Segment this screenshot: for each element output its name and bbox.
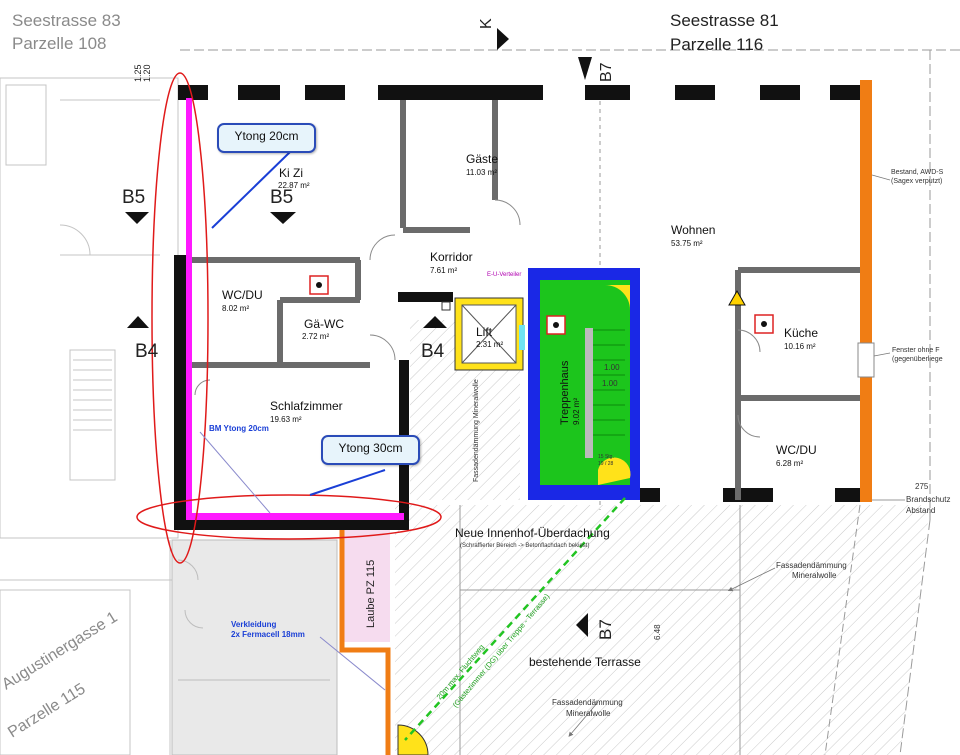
section-b4-right: B4 [421, 341, 445, 362]
room-gaeste-area: 11.03 m² [466, 168, 497, 177]
note-sagex: (Sagex verputzt) [891, 178, 942, 185]
room-gaewc-area: 2.72 m² [302, 332, 329, 341]
treppenhaus [528, 268, 640, 500]
room-wohnen-area: 53.75 m² [671, 239, 703, 248]
right-street-label: Seestrasse 81 [670, 11, 779, 30]
lift-shaft [454, 297, 525, 371]
lower-left-details [177, 559, 330, 681]
note-fassade2-a: Fassadendämmung [552, 698, 623, 707]
stair-num-2: 1.00 [604, 363, 620, 372]
highlight-ellipse-horizontal [136, 494, 442, 540]
k-marker: K [478, 18, 495, 29]
dim-2: 1.20 [142, 64, 152, 82]
fluchtweg-line [404, 497, 626, 741]
callout-ytong20: Ytong 20cm [217, 123, 316, 153]
stair-stufen-2: 19 / 28 [598, 461, 614, 467]
section-triangles [125, 28, 592, 637]
note-laube: Laube PZ 115 [365, 560, 377, 628]
room-kizi-area: 22.87 m² [278, 181, 310, 190]
stair-num-1: 1.00 [602, 379, 618, 388]
left-street-label: Seestrasse 83 [12, 11, 121, 30]
callout-pointer-ytong20 [211, 151, 291, 229]
note-verkleidung-2: 2x Fermacell 18mm [231, 630, 305, 639]
left-parcel-label: Parzelle 108 [12, 34, 107, 53]
note-innenhof-sub: (Schraffierter Bereich -> Betonflachdach… [460, 543, 589, 549]
note-bm-ytong: BM Ytong 20cm [209, 424, 269, 433]
right-parcel-label: Parzelle 116 [670, 35, 763, 54]
orange-wall-right [860, 80, 872, 502]
callout-ytong30-text: Ytong 30cm [338, 441, 403, 455]
callout-ytong20-text: Ytong 20cm [234, 129, 299, 143]
note-terrasse: bestehende Terrasse [529, 655, 641, 669]
note-gegenueber: (gegenüberliege [892, 356, 943, 363]
pointer-verkleidung [319, 636, 386, 691]
section-b7-top: B7 [598, 62, 615, 82]
note-augustinergasse: Augustinergasse 1 [0, 609, 121, 694]
section-b4-left: B4 [135, 341, 159, 362]
hatch-area-innenhof [395, 505, 930, 755]
room-lift-area: 2.31 m² [476, 340, 503, 349]
room-schlafzimmer-name: Schlafzimmer [270, 399, 343, 413]
note-innenhof: Neue Innenhof-Überdachung [455, 526, 610, 540]
room-wcdu1-area: 8.02 m² [222, 304, 249, 313]
room-kizi-name: Ki Zi [279, 166, 303, 180]
lower-left-area [171, 539, 338, 755]
interior-walls [192, 100, 860, 500]
room-wohnen-name: Wohnen [671, 223, 715, 237]
note-parzelle-115: Parzelle 115 [5, 680, 89, 741]
stair-stufen-1: 15 Stg. [598, 454, 614, 460]
section-b5-right: B5 [270, 187, 293, 208]
highlight-ellipse-vertical [151, 72, 209, 564]
note-eu-verteiler: E-U-Verteiler [487, 272, 521, 278]
dim-1: 1.25 [133, 64, 143, 82]
note-brand-num: 275 [915, 482, 929, 491]
room-gaeste-name: Gäste [466, 152, 498, 166]
callout-pointer-ytong30 [309, 469, 386, 496]
room-korridor-name: Korridor [430, 250, 473, 264]
magenta-ytong-wall [186, 98, 404, 520]
callout-ytong30: Ytong 30cm [321, 435, 420, 465]
note-fassade-vertical: Fassadendämmung Mineralwolle [473, 379, 480, 482]
room-kueche-name: Küche [784, 326, 818, 340]
room-lift-name: Lift [476, 325, 493, 339]
note-fassade1-a: Fassadendämmung [776, 561, 847, 570]
window-right [857, 342, 875, 378]
note-brand1: Brandschutz [906, 495, 950, 504]
neighbor-building-left [0, 77, 330, 755]
door-swings [194, 199, 761, 438]
room-gaewc-name: Gä-WC [304, 317, 344, 331]
room-korridor-area: 7.61 m² [430, 266, 457, 275]
note-fenster: Fenster ohne F [892, 347, 939, 354]
note-brand2: Abstand [906, 506, 935, 515]
room-wcdu1-name: WC/DU [222, 288, 263, 302]
fire-symbols [309, 275, 774, 335]
laube-orange-border [339, 530, 391, 755]
section-b5-left: B5 [122, 187, 145, 208]
note-leaders [568, 174, 905, 737]
room-wcdu2-area: 6.28 m² [776, 459, 803, 468]
pointer-bm-ytong [199, 431, 271, 514]
note-fassade1-b: Mineralwolle [792, 571, 837, 580]
laube-area [342, 530, 390, 642]
note-bestand: Bestand, AWD-S [891, 169, 944, 176]
section-b7-bottom: B7 [596, 619, 615, 640]
room-treppenhaus-area: 9.02 m² [572, 398, 581, 425]
room-treppenhaus-name: Treppenhaus [559, 360, 571, 425]
room-schlafzimmer-area: 19.63 m² [270, 415, 302, 424]
note-dim648: 6.48 [653, 624, 662, 640]
note-verkleidung-1: Verkleidung [231, 620, 276, 629]
room-wcdu2-name: WC/DU [776, 443, 817, 457]
room-kueche-area: 10.16 m² [784, 342, 816, 351]
note-fassade2-b: Mineralwolle [566, 709, 611, 718]
